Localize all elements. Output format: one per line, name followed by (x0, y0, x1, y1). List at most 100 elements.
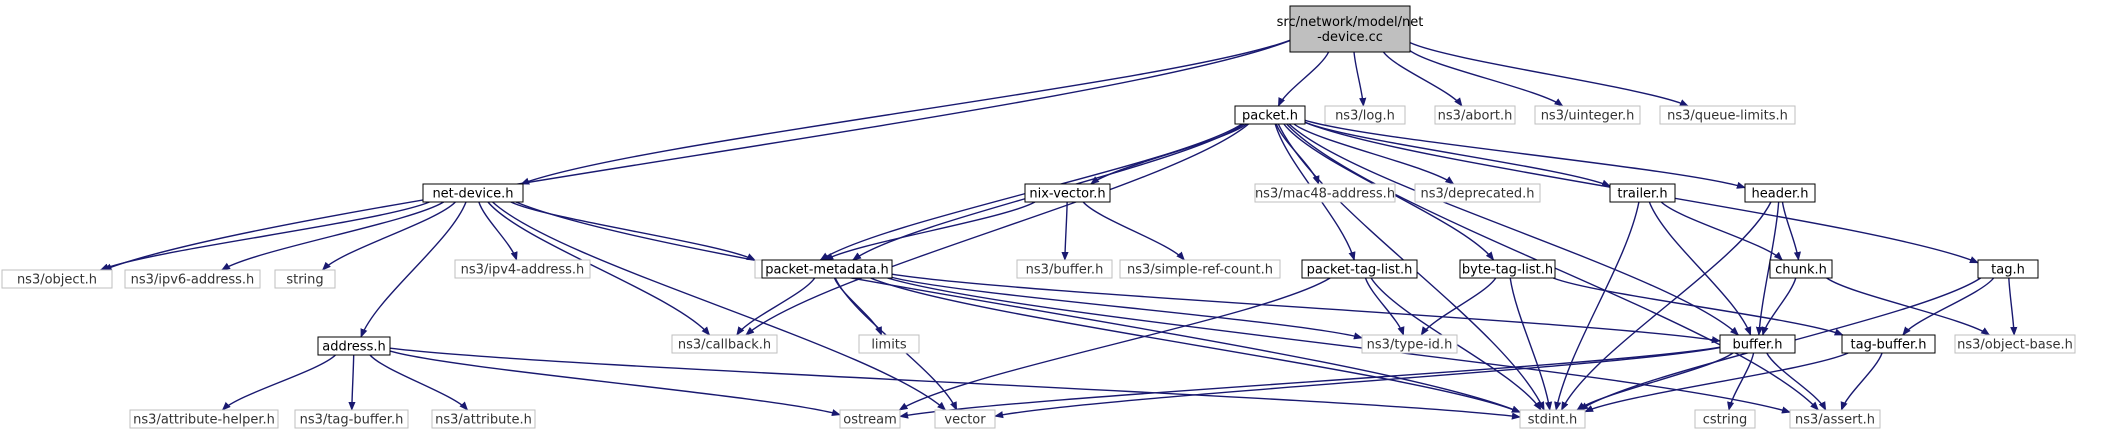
node-queue-limits: ns3/queue-limits.h (1659, 105, 1796, 125)
node-label: ns3/log.h (1335, 109, 1395, 124)
node-label: ns3/attribute.h (435, 413, 532, 428)
edge-net-device-to-stdint (515, 201, 1521, 413)
node-box (1977, 259, 2039, 279)
node-packet[interactable]: packet.h (1234, 105, 1306, 125)
edge-root-to-uinteger (1409, 50, 1564, 107)
node-box (1659, 105, 1796, 125)
edge-buffer-to-stdint (1576, 352, 1734, 411)
node-box (1954, 334, 2076, 354)
node-label: ns3/attribute-helper.h (133, 413, 275, 428)
node-vector: vector (934, 409, 996, 429)
edge-trailer-to-stdint (1554, 201, 1640, 411)
node-label: ns3/queue-limits.h (1667, 109, 1788, 124)
edge-buffer-to-ostream (899, 346, 1721, 419)
node-assert: ns3/assert.h (1789, 409, 1881, 429)
edge-packet-tag-list-to-type-id (1364, 277, 1405, 336)
node-label: nix-vector.h (1029, 187, 1105, 202)
node-box (1694, 409, 1756, 429)
node-stdint: stdint.h (1519, 409, 1586, 429)
node-label: ns3/uinteger.h (1541, 109, 1635, 124)
edge-root-to-packet (1277, 51, 1330, 107)
node-limits: limits (858, 334, 920, 354)
node-trailer[interactable]: trailer.h (1609, 183, 1676, 203)
node-buffer[interactable]: buffer.h (1719, 334, 1796, 354)
edge-byte-tag-list-to-type-id (1420, 277, 1497, 336)
node-label: string (286, 273, 323, 288)
node-tag-buffer-local[interactable]: tag-buffer.h (1841, 334, 1936, 354)
node-ipv4: ns3/ipv4-address.h (454, 259, 591, 279)
node-box (1024, 183, 1111, 203)
edge-root-to-net-device (520, 39, 1291, 185)
node-ostream: ostream (839, 409, 901, 429)
node-box (1234, 105, 1306, 125)
node-packet-tag-list[interactable]: packet-tag-list.h (1301, 259, 1418, 279)
node-tag[interactable]: tag.h (1977, 259, 2039, 279)
edge-trailer-to-chunk (1660, 201, 1783, 261)
node-box (1789, 409, 1881, 429)
node-root[interactable]: src/network/model/net-device.cc (1277, 5, 1424, 53)
node-box (1609, 183, 1676, 203)
node-chunk[interactable]: chunk.h (1769, 259, 1833, 279)
edge-tag-buffer-local-to-stdint (1584, 352, 1849, 413)
edge-address-to-tag-buffer-ext (348, 354, 356, 411)
node-box (1119, 259, 1281, 279)
node-label: ns3/deprecated.h (1420, 187, 1534, 202)
edge-net-device-to-vector (492, 201, 947, 411)
node-label: ns3/assert.h (1795, 413, 1875, 428)
edge-nix-vector-to-ns3-buffer (1061, 201, 1069, 261)
edge-address-to-ostream (389, 350, 841, 417)
node-label: vector (944, 413, 986, 428)
node-label: packet-tag-list.h (1307, 263, 1413, 278)
node-label: trailer.h (1617, 187, 1667, 202)
node-label: stdint.h (1528, 413, 1577, 428)
node-box (1254, 183, 1396, 203)
edge-packet-metadata-to-assert (887, 277, 1791, 414)
node-abort: ns3/abort.h (1434, 105, 1516, 125)
edge-buffer-to-cstring (1727, 352, 1755, 411)
node-box (1841, 334, 1936, 354)
edge-net-device-to-ipv4 (478, 201, 518, 261)
node-label: ns3/type-id.h (1367, 338, 1453, 353)
node-label: limits (871, 338, 907, 353)
node-label: ns3/mac48-address.h (1255, 187, 1395, 202)
node-box (934, 409, 996, 429)
node-nix-vector[interactable]: nix-vector.h (1024, 183, 1111, 203)
node-byte-tag-list[interactable]: byte-tag-list.h (1459, 259, 1556, 279)
node-label: packet.h (1242, 109, 1298, 124)
node-packet-metadata[interactable]: packet-metadata.h (761, 259, 893, 279)
node-cstring: cstring (1694, 409, 1756, 429)
edge-chunk-to-object-base (1826, 277, 1991, 336)
node-box (1534, 105, 1641, 125)
edge-packet-to-header (1304, 119, 1746, 189)
node-attr-helper: ns3/attribute-helper.h (129, 409, 279, 429)
edge-address-to-attribute (369, 354, 469, 411)
node-header[interactable]: header.h (1744, 183, 1816, 203)
edge-nix-vector-to-ptr (824, 201, 1036, 261)
edge-chunk-to-buffer (1761, 277, 1797, 336)
node-object-base: ns3/object-base.h (1954, 334, 2076, 354)
node-box (1744, 183, 1816, 203)
node-box (129, 409, 279, 429)
edge-nix-vector-to-simple-ref (1082, 201, 1185, 261)
node-box (294, 409, 409, 429)
edge-packet-metadata-to-stdint (870, 277, 1521, 413)
edge-address-to-stdint (389, 347, 1521, 420)
node-box (1519, 409, 1586, 429)
edge-net-device-to-address (360, 201, 467, 338)
node-ns3-buffer: ns3/buffer.h (1016, 259, 1113, 279)
edge-header-to-chunk (1781, 201, 1801, 261)
node-box (671, 334, 778, 354)
node-label: packet-metadata.h (765, 263, 889, 278)
node-box (317, 336, 391, 356)
node-label: header.h (1752, 187, 1809, 202)
node-label: -device.cc (1317, 30, 1383, 45)
node-net-device[interactable]: net-device.h (422, 183, 524, 203)
node-label: address.h (322, 340, 385, 355)
node-label: cstring (1703, 413, 1747, 428)
node-box (1434, 105, 1516, 125)
node-deprecated: ns3/deprecated.h (1414, 183, 1541, 203)
node-address[interactable]: address.h (317, 336, 391, 356)
node-attribute: ns3/attribute.h (431, 409, 536, 429)
edge-header-to-buffer (1755, 201, 1780, 336)
